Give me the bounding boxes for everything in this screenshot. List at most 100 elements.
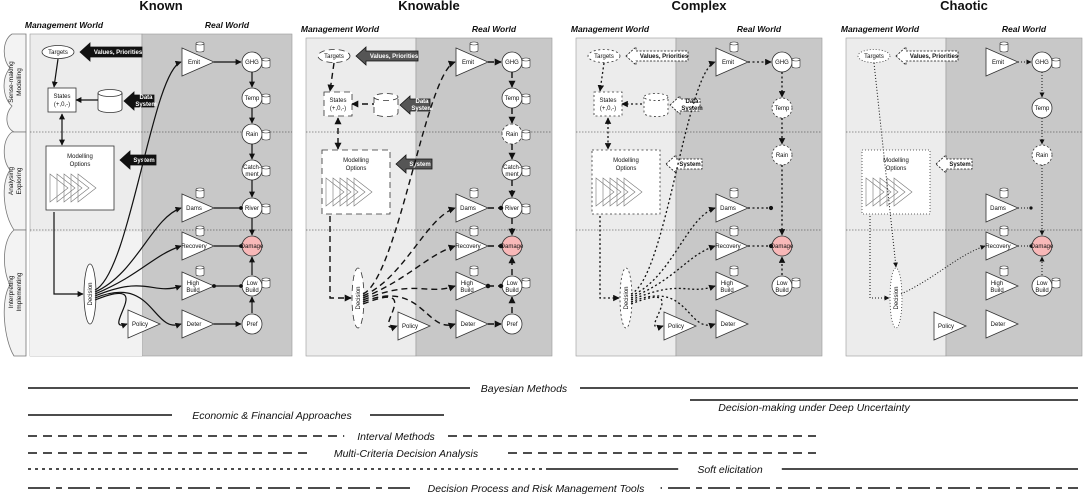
values-priorities-arrow bbox=[355, 46, 419, 66]
data-icon bbox=[261, 167, 271, 177]
data-icon bbox=[999, 189, 1009, 199]
option-path bbox=[63, 173, 83, 203]
data-system-arrow bbox=[123, 91, 155, 111]
pref-node-label: Pref bbox=[246, 322, 257, 328]
decision-label: Decision bbox=[624, 286, 630, 309]
method-label: Decision-making under Deep Uncertainty bbox=[718, 402, 910, 414]
method-label-bg bbox=[472, 382, 576, 395]
targets-node bbox=[587, 49, 621, 63]
deter-node-label: Deter bbox=[721, 322, 736, 328]
panel-title: Chaotic bbox=[940, 0, 988, 13]
targets-label: Targets bbox=[594, 54, 614, 60]
data-icon bbox=[261, 59, 271, 69]
real-world-label: Real World bbox=[1002, 24, 1047, 34]
temp-node-label: Temp bbox=[505, 96, 520, 102]
values-priorities-arrow bbox=[625, 46, 689, 66]
data-icon bbox=[261, 205, 271, 215]
panel-title: Known bbox=[139, 0, 182, 13]
data-system-label-2: System bbox=[411, 106, 432, 112]
river-node-label: River bbox=[505, 206, 519, 212]
data-icon bbox=[521, 205, 531, 215]
data-icon bbox=[521, 131, 531, 141]
data-icon bbox=[261, 131, 271, 141]
options-label: Options bbox=[886, 166, 907, 172]
dams-node-label: Dams bbox=[186, 206, 202, 212]
recovery-node bbox=[181, 231, 215, 261]
data-icon bbox=[261, 279, 271, 289]
emit-node bbox=[455, 47, 489, 77]
rain-node bbox=[771, 144, 793, 166]
states-values-label: (+,0,-) bbox=[600, 106, 616, 112]
decision-label: Decision bbox=[894, 286, 900, 309]
low-build-node-label: Low bbox=[246, 281, 258, 287]
data-icon bbox=[195, 227, 205, 237]
targets-node bbox=[857, 49, 891, 63]
option-path bbox=[332, 177, 352, 207]
data-icon bbox=[729, 189, 739, 199]
damage-node-label: Damage bbox=[1031, 244, 1054, 250]
data-system-label: Data bbox=[685, 99, 699, 105]
catchment-node-label: Catch- bbox=[503, 165, 521, 171]
method-label: Multi-Criteria Decision Analysis bbox=[334, 448, 479, 460]
emit-node bbox=[715, 47, 749, 77]
values-priorities-label: Values, Priorities bbox=[94, 50, 143, 56]
method-label: Decision Process and Risk Management Too… bbox=[428, 483, 645, 495]
options-label: Options bbox=[70, 162, 91, 168]
low-build-node-label-2: Build bbox=[505, 288, 518, 294]
panel-title: Knowable bbox=[398, 0, 459, 13]
method-label-bg bbox=[700, 401, 928, 414]
modelling-options-node bbox=[591, 149, 661, 215]
deter-node bbox=[181, 309, 215, 339]
targets-label: Targets bbox=[864, 54, 884, 60]
damage-node-label: Damage bbox=[771, 244, 794, 250]
option-path bbox=[879, 177, 899, 207]
pref-node bbox=[501, 313, 523, 335]
deter-node bbox=[455, 309, 489, 339]
data-store-icon bbox=[373, 97, 399, 117]
high-build-node bbox=[455, 271, 489, 301]
rain-node-label: Rain bbox=[506, 132, 518, 138]
decision-label: Decision bbox=[356, 286, 362, 309]
high-build-node-label: High bbox=[991, 281, 1003, 287]
river-node-label: River bbox=[245, 206, 259, 212]
stage-label-modelling: Modelling bbox=[16, 68, 23, 96]
data-icon bbox=[729, 227, 739, 237]
states-values-label: (+,0,-) bbox=[54, 102, 70, 108]
high-build-node-label: High bbox=[187, 281, 199, 287]
deter-node-label: Deter bbox=[187, 322, 202, 328]
damage-node-label: Damage bbox=[501, 244, 524, 250]
data-icon bbox=[195, 189, 205, 199]
deter-node-label: Deter bbox=[991, 322, 1006, 328]
policy-label: Policy bbox=[402, 324, 418, 330]
option-path bbox=[595, 177, 615, 207]
modelling-label: Modelling bbox=[883, 158, 909, 164]
system-arrow bbox=[935, 154, 973, 174]
real-world-area bbox=[945, 37, 1083, 357]
process-stage-labels: Sense-making Modelling Analysing Explori… bbox=[3, 33, 27, 357]
low-build-node-label-2: Build bbox=[245, 288, 258, 294]
option-path bbox=[339, 177, 359, 207]
temp-node-label: Temp bbox=[1035, 106, 1050, 112]
option-path bbox=[886, 177, 906, 207]
management-world-label: Management World bbox=[25, 20, 104, 30]
emit-node bbox=[985, 47, 1019, 77]
real-world-area bbox=[141, 33, 293, 357]
data-system-arrow bbox=[399, 95, 431, 115]
data-icon bbox=[521, 279, 531, 289]
targets-node bbox=[317, 49, 351, 63]
option-path bbox=[49, 173, 69, 203]
high-build-node-label-2: Build bbox=[720, 288, 733, 294]
data-icon bbox=[999, 227, 1009, 237]
ghg-node-label: GHG bbox=[1035, 60, 1049, 66]
high-build-node-label: High bbox=[721, 281, 733, 287]
targets-label: Targets bbox=[324, 54, 344, 60]
policy-label: Policy bbox=[938, 324, 954, 330]
data-icon bbox=[521, 59, 531, 69]
values-priorities-label: Values, Priorities bbox=[640, 54, 689, 60]
decision-node bbox=[889, 267, 903, 329]
ghg-node-label: GHG bbox=[775, 60, 789, 66]
policy-node bbox=[663, 311, 697, 341]
real-world-area bbox=[675, 37, 823, 357]
